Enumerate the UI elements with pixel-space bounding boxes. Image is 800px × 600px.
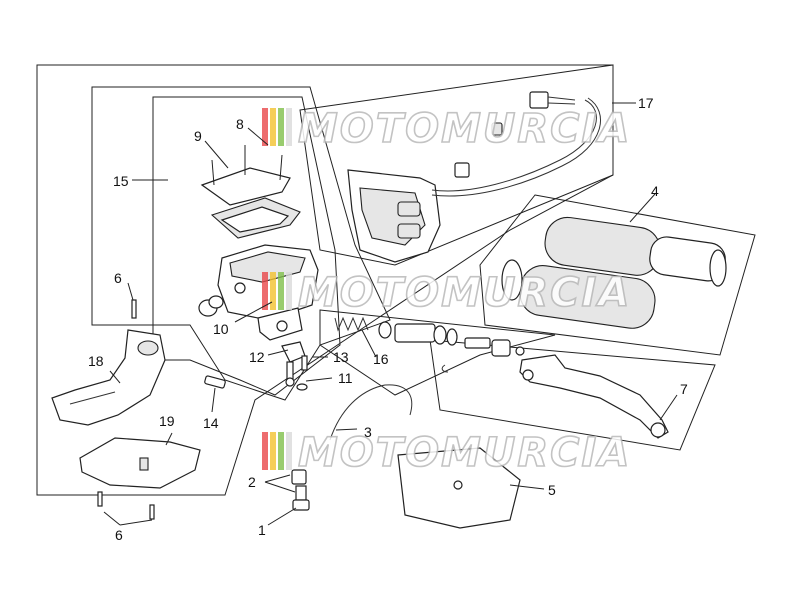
label-4: 4: [651, 183, 659, 199]
label-9: 9: [194, 128, 202, 144]
label-3: 3: [364, 424, 372, 440]
label-6-bottom: 6: [115, 527, 123, 543]
label-10: 10: [213, 321, 229, 337]
label-6-top: 6: [114, 270, 122, 286]
watermark-text: MOTOMURCIA: [298, 106, 631, 152]
small-hardware-part: [97, 299, 308, 520]
brake-lever-part: [519, 354, 669, 439]
label-2: 2: [248, 474, 256, 490]
watermark-stripe: [286, 108, 292, 146]
switch-housing-part: [347, 91, 602, 263]
watermark-stripe: [278, 108, 284, 146]
label-12: 12: [249, 349, 265, 365]
watermark-stripe: [286, 432, 292, 470]
watermark-logo: MOTOMURCIA: [262, 105, 631, 153]
label-17: 17: [638, 95, 654, 111]
leader-lines: [103, 102, 678, 526]
watermark-stripe: [270, 108, 276, 146]
lever-frame: [429, 339, 716, 451]
lever-cover-part: [51, 329, 166, 426]
watermark-text: MOTOMURCIA: [298, 270, 631, 316]
bracket-cover-part: [79, 437, 201, 489]
label-19: 19: [159, 413, 175, 429]
reservoir-cover-part: [200, 145, 301, 239]
watermark-stripe: [262, 272, 268, 310]
grips-part: [501, 216, 727, 329]
label-16: 16: [373, 351, 389, 367]
switch-frame: [299, 64, 614, 266]
label-14: 14: [203, 415, 219, 431]
label-5: 5: [548, 482, 556, 498]
watermark-stripe: [262, 432, 268, 470]
hose-and-fittings-part: [291, 384, 521, 529]
part-labels: 1 2 3 4 5 6 6 7 8 9 10 11 12 13 14 15 16…: [88, 95, 688, 543]
watermark-stripe: [262, 108, 268, 146]
grips-frame: [479, 194, 756, 356]
watermark-logo: MOTOMURCIA: [262, 429, 631, 477]
label-7: 7: [680, 381, 688, 397]
watermark-stripe: [270, 432, 276, 470]
pushrod-frame: [319, 309, 556, 396]
watermark-stripe: [270, 272, 276, 310]
label-8: 8: [236, 116, 244, 132]
watermark: MOTOMURCIA MOTOMURCIA MOTOMURCIA: [262, 105, 631, 477]
label-18: 18: [88, 353, 104, 369]
watermark-text: MOTOMURCIA: [298, 430, 631, 476]
watermark-logo: MOTOMURCIA: [262, 269, 631, 317]
master-cylinder-frame: [91, 86, 391, 401]
watermark-stripe: [286, 272, 292, 310]
label-1: 1: [258, 522, 266, 538]
watermark-stripe: [278, 432, 284, 470]
label-15: 15: [113, 173, 129, 189]
label-13: 13: [333, 349, 349, 365]
label-11: 11: [338, 370, 353, 386]
piston-assembly-part: [334, 316, 525, 373]
watermark-stripe: [278, 272, 284, 310]
